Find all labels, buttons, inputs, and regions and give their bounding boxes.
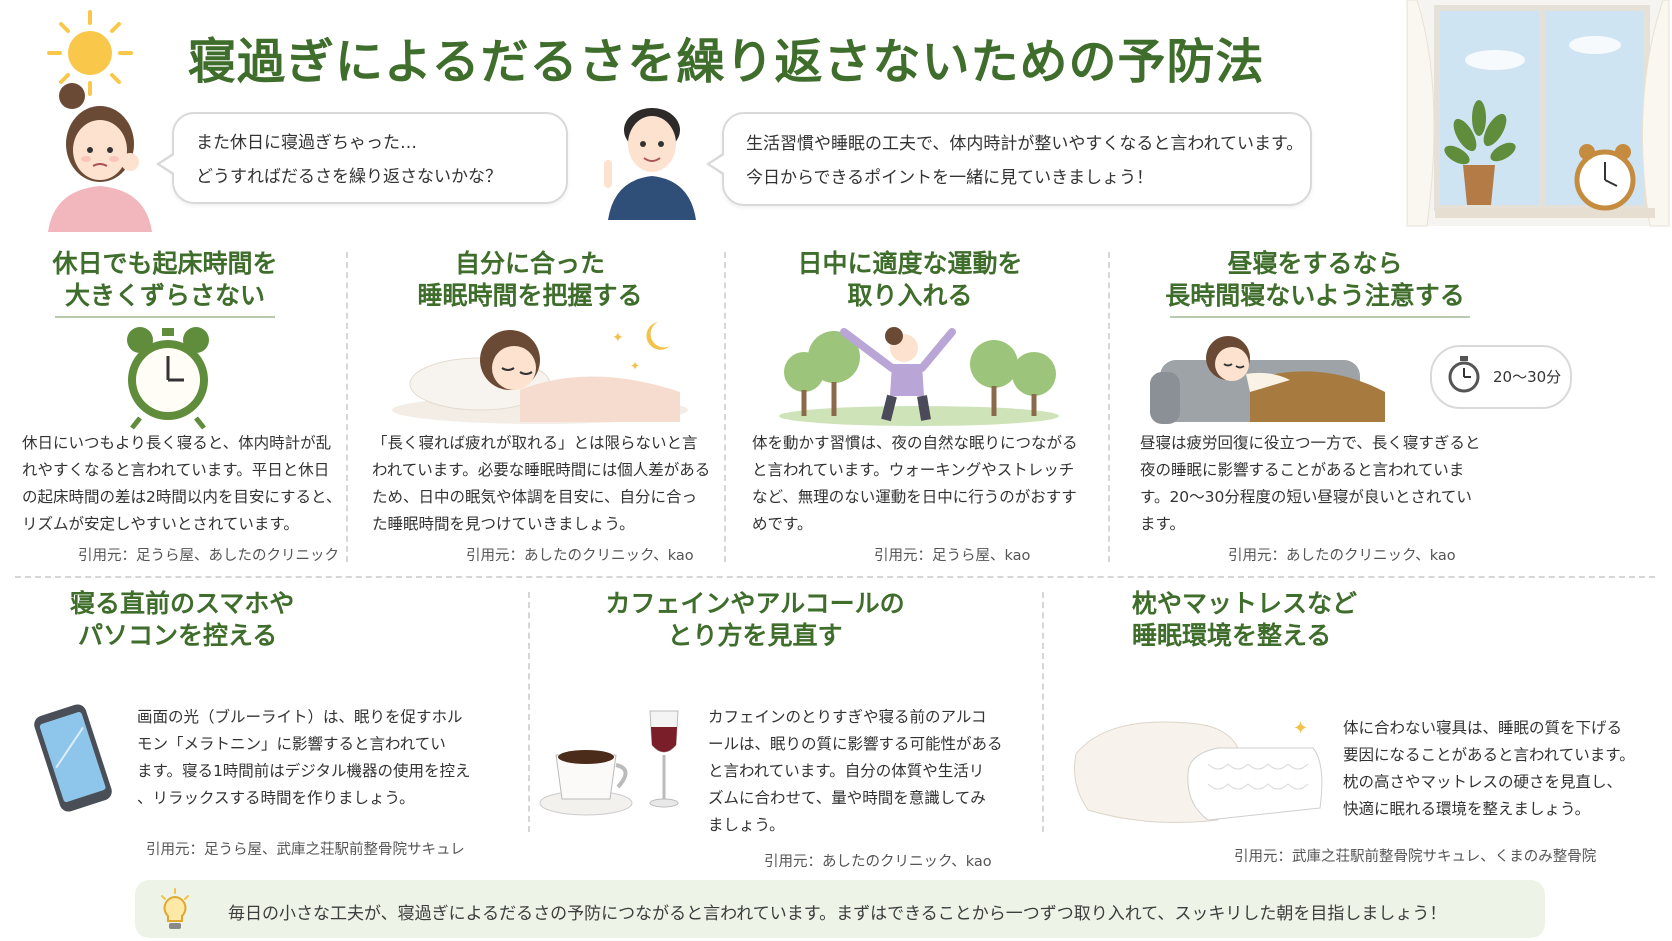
sleeping-woman-icon: ✦ ✦ (392, 322, 688, 424)
section-title-screens: 寝る直前のスマホや パソコンを控える (70, 589, 295, 650)
page-title: 寝過ぎによるだるさを繰り返さないための予防法 (188, 34, 1265, 90)
section-title-wake-time: 休日でも起床時間を 大きくずらさない (52, 249, 278, 310)
section-source-caffeine: 引用元：あしたのクリニック、kao (764, 854, 992, 870)
man-line-1: 生活習慣や睡眠の工夫で、体内時計が整いやすくなると言われています。 (746, 134, 1304, 154)
lightbulb-icon (161, 888, 189, 929)
explaining-man-icon (604, 108, 696, 220)
vertical-divider (1108, 252, 1110, 562)
pillow-mattress-icon: ✦ (1074, 718, 1323, 823)
section-source-sleep-duration: 引用元：あしたのクリニック、kao (466, 548, 694, 564)
vertical-divider (528, 592, 530, 832)
smartphone-icon (34, 704, 112, 812)
section-title-caffeine: カフェインやアルコールの とり方を見直す (605, 589, 905, 650)
section-source-bedding: 引用元：武庫之荘駅前整骨院サキュレ、くまのみ整骨院 (1234, 849, 1597, 865)
man-speech-bubble: 生活習慣や睡眠の工夫で、体内時計が整いやすくなると言われています。 今日からでき… (706, 112, 1312, 206)
svg-text:✦: ✦ (612, 330, 624, 346)
section-body-sleep-duration: 「長く寝れば疲れが取れる」とは限らないと言 われています。必要な睡眠時間には個人… (372, 434, 711, 533)
section-source-exercise: 引用元：足うら屋、kao (874, 548, 1031, 564)
horizontal-divider (15, 576, 1655, 578)
section-source-screens: 引用元：足うら屋、武庫之荘駅前整骨院サキュレ (146, 842, 465, 858)
section-body-exercise: 体を動かす習慣は、夜の自然な眠りにつながる と言われています。ウォーキングやスト… (752, 434, 1078, 533)
coffee-wine-icon (539, 710, 679, 816)
nap-timer-label: 20〜30分 (1493, 368, 1562, 386)
section-source-nap: 引用元：あしたのクリニック、kao (1228, 548, 1456, 564)
section-title-exercise: 日中に適度な運動を 取り入れる (797, 249, 1023, 310)
man-line-2: 今日からできるポイントを一緒に見ていきましょう！ (746, 168, 1154, 188)
section-body-screens: 画面の光（ブルーライト）は、眠りを促すホル モン「メラトニン」に影響すると言われ… (137, 708, 471, 807)
section-body-caffeine: カフェインのとりすぎや寝る前のアルコ ールは、眠りの質に影響する可能性がある と… (708, 708, 1003, 834)
footer-message: 毎日の小さな工夫が、寝過ぎによるだるさの予防につながると言われています。まずはで… (228, 904, 1447, 924)
woman-line-2: どうすればだるさを繰り返さないかな？ (196, 167, 502, 187)
section-title-nap: 昼寝をするなら 長時間寝ないよう注意する (1165, 249, 1465, 310)
section-title-bedding: 枕やマットレスなど 睡眠環境を整える (1132, 589, 1358, 650)
window-illustration (1406, 0, 1670, 227)
woman-line-1: また休日に寝過ぎちゃった… (196, 133, 417, 153)
alarm-clock-icon (127, 327, 209, 430)
title-underline (55, 316, 275, 318)
svg-text:✦: ✦ (630, 359, 640, 373)
section-body-nap: 昼寝は疲労回復に役立つ一方で、長く寝すぎると 夜の睡眠に影響することがあると言わ… (1140, 434, 1481, 533)
woman-speech-bubble: また休日に寝過ぎちゃった… どうすればだるさを繰り返さないかな？ (156, 112, 568, 204)
footer-banner (135, 880, 1545, 938)
svg-text:✦: ✦ (1293, 718, 1308, 739)
section-source-wake-time: 引用元：足うら屋、あしたのクリニック (78, 548, 339, 564)
section-title-sleep-duration: 自分に合った 睡眠時間を把握する (417, 249, 643, 310)
title-underline (1170, 316, 1470, 318)
vertical-divider (724, 252, 726, 562)
stretching-woman-icon (779, 327, 1059, 426)
stopwatch-icon (1448, 356, 1480, 393)
section-body-bedding: 体に合わない寝具は、睡眠の質を下げる 要因になることがあると言われています。 枕… (1343, 719, 1635, 818)
vertical-divider (1042, 592, 1044, 832)
napping-woman-icon (1150, 336, 1385, 424)
worried-woman-icon (48, 83, 152, 232)
vertical-divider (346, 252, 348, 562)
section-body-wake-time: 休日にいつもより長く寝ると、体内時計が乱 れやすくなると言われています。平日と休… (22, 434, 342, 533)
sun-icon (47, 10, 133, 96)
